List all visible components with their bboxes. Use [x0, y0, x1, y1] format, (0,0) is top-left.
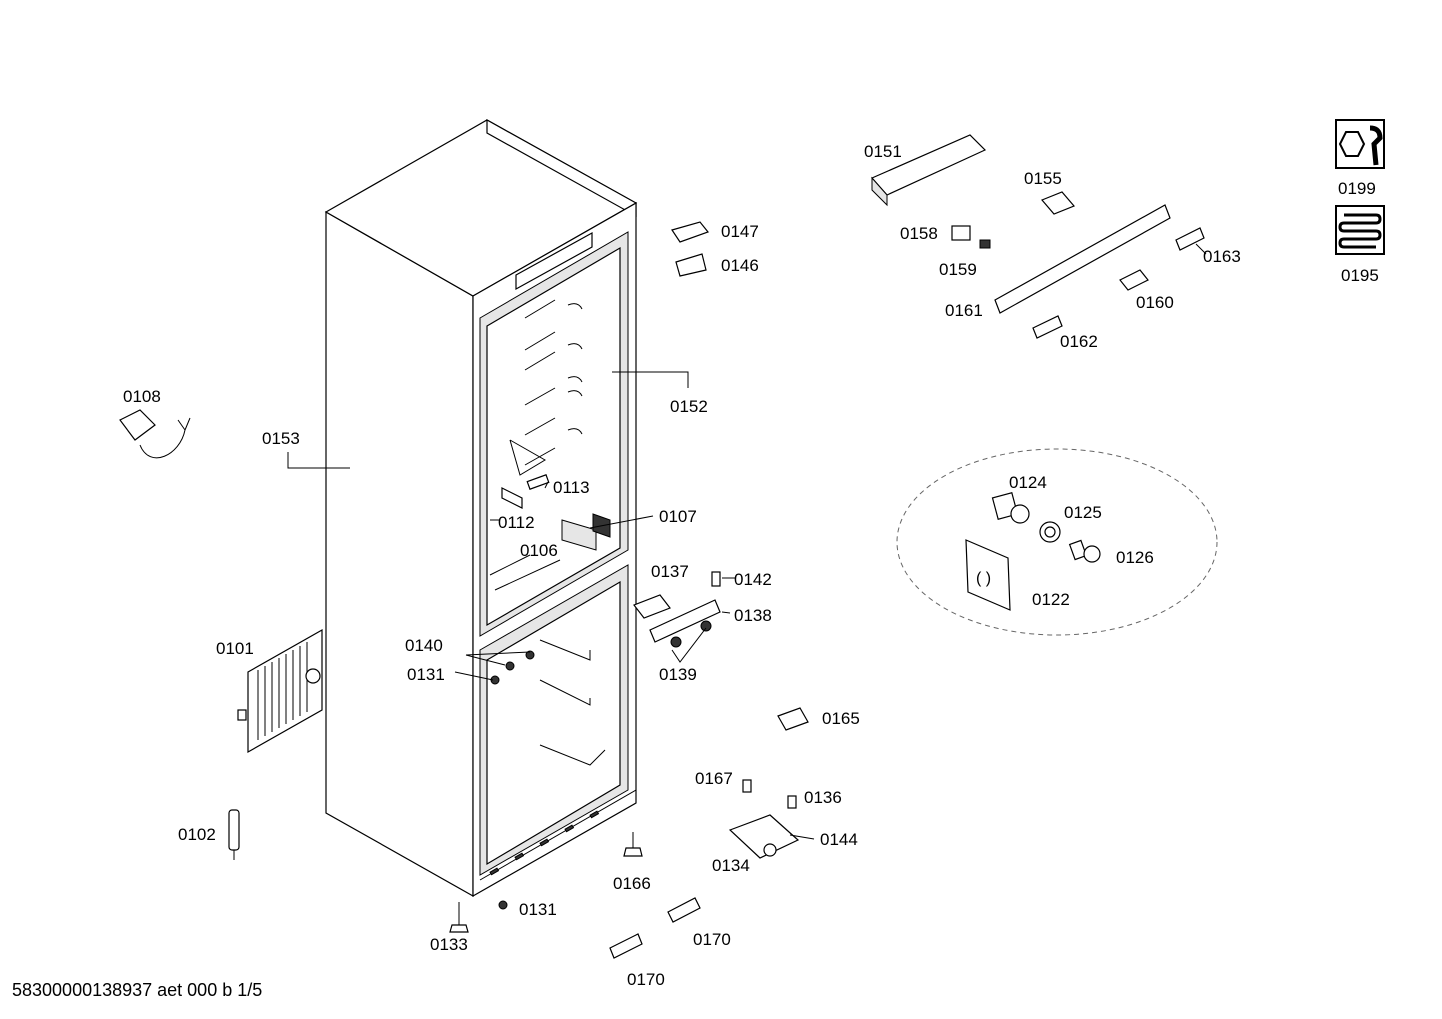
part-0112-connector [501, 487, 523, 509]
part-0102-hinge-pin [228, 809, 240, 860]
lamp-assembly-outline [896, 448, 1218, 636]
label-0163: 0163 [1203, 247, 1241, 266]
part-0140-plug-a [505, 661, 515, 671]
part-0136-screw [787, 795, 797, 809]
label-0102: 0102 [178, 825, 216, 844]
label-0142: 0142 [734, 570, 772, 589]
part-0133-leveling-foot [449, 902, 469, 933]
label-0139: 0139 [659, 665, 697, 684]
part-0170-bracket-b [609, 933, 643, 959]
part-0124-lamp-socket [991, 492, 1030, 524]
part-0108-power-cord [119, 409, 191, 459]
part-0134-bottom-hinge [728, 814, 800, 859]
label-0136: 0136 [804, 788, 842, 807]
label-0108: 0108 [123, 387, 161, 406]
part-0163-label [1175, 227, 1205, 251]
part-0125-ring [1039, 521, 1061, 543]
document-id-footer: 58300000138937 aet 000 b 1/5 [12, 980, 263, 1000]
label-0158: 0158 [900, 224, 938, 243]
label-0166: 0166 [613, 874, 651, 893]
label-0162: 0162 [1060, 332, 1098, 351]
hex-nut-and-wrench-icon [1335, 119, 1385, 169]
label-0140: 0140 [405, 636, 443, 655]
svg-text:( ): ( ) [976, 570, 991, 587]
part-0161-control-strip [994, 204, 1171, 314]
part-0122-lamp-cover: ( ) [965, 539, 1011, 611]
label-0137: 0137 [651, 562, 689, 581]
label-0165: 0165 [822, 709, 860, 728]
part-0139-washers [670, 620, 712, 648]
part-labels: 0101 0102 0106 0107 0108 0112 0113 0122 … [123, 142, 1379, 989]
label-0107: 0107 [659, 507, 697, 526]
label-0170-b: 0170 [627, 970, 665, 989]
label-0144: 0144 [820, 830, 858, 849]
label-0199: 0199 [1338, 179, 1376, 198]
label-0151: 0151 [864, 142, 902, 161]
heating-coil-icon [1335, 205, 1385, 255]
label-0161: 0161 [945, 301, 983, 320]
part-0155-switch [1040, 191, 1076, 215]
part-0146-hinge [675, 253, 707, 277]
part-0106-grille [561, 519, 597, 551]
part-0159-connector [979, 239, 991, 249]
label-0138: 0138 [734, 606, 772, 625]
part-0165-sensor [777, 707, 809, 731]
part-0140-plug-b [525, 650, 535, 660]
label-0155: 0155 [1024, 169, 1062, 188]
label-0131-lower: 0131 [519, 900, 557, 919]
part-0158-relay [951, 225, 971, 241]
fridge-cabinet [324, 118, 638, 898]
part-0138-hinge-bracket [649, 599, 721, 643]
part-0113-light [526, 474, 550, 490]
label-0113: 0113 [553, 478, 590, 497]
part-0101-condenser-grille [237, 628, 323, 754]
label-0170-a: 0170 [693, 930, 731, 949]
part-0167-clip [742, 779, 752, 793]
label-0112: 0112 [498, 513, 535, 532]
part-0170-bracket-a [667, 897, 701, 923]
label-0147: 0147 [721, 222, 759, 241]
label-0146: 0146 [721, 256, 759, 275]
part-0126-bulb [1068, 539, 1101, 563]
label-0131-upper: 0131 [407, 665, 445, 684]
part-0160-knob [1119, 269, 1149, 291]
part-0151-control-board [871, 134, 987, 207]
label-0134: 0134 [712, 856, 750, 875]
part-0162-label [1032, 315, 1063, 339]
label-0152: 0152 [670, 397, 708, 416]
leader-lines [287, 243, 1207, 840]
label-0133: 0133 [430, 935, 468, 954]
label-0153: 0153 [262, 429, 300, 448]
label-0195: 0195 [1341, 266, 1379, 285]
part-0166-leveling-foot [623, 832, 643, 857]
part-0147-hinge-cover [671, 221, 709, 243]
label-0125: 0125 [1064, 503, 1102, 522]
part-0137-hinge-plate [633, 594, 671, 619]
label-0126: 0126 [1116, 548, 1154, 567]
label-0124: 0124 [1009, 473, 1047, 492]
label-0106: 0106 [520, 541, 558, 560]
part-0142-pin [711, 571, 721, 587]
label-0160: 0160 [1136, 293, 1174, 312]
label-0122: 0122 [1032, 590, 1070, 609]
part-0131-plug [498, 900, 508, 910]
label-0167: 0167 [695, 769, 733, 788]
label-0101: 0101 [216, 639, 254, 658]
label-0159: 0159 [939, 260, 977, 279]
